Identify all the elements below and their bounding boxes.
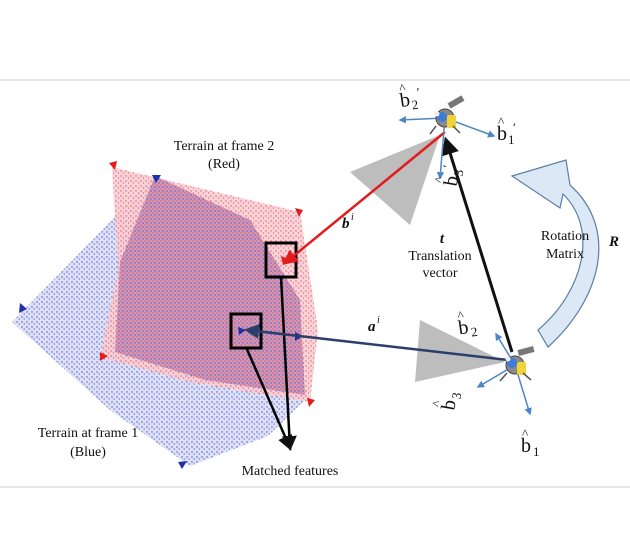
blue-marker [19, 303, 27, 313]
spacecraft-frame2 [398, 95, 496, 180]
terrain-overlap-cloud [115, 176, 305, 395]
svg-text:1: 1 [508, 132, 515, 147]
svg-text:^: ^ [498, 114, 504, 129]
svg-text:b: b [399, 89, 412, 112]
view-cone-frame2 [350, 135, 440, 225]
axis-label-b1-prime: b 1 ′ ^ [497, 114, 516, 147]
svg-text:b: b [521, 435, 531, 457]
translation-label-line1: Translation [408, 249, 471, 264]
translation-vector-arrow [441, 136, 514, 353]
rotation-label-line1: Rotation [541, 229, 589, 244]
matched-features-label: Matched features [242, 464, 339, 479]
blue-feature-point [238, 327, 246, 335]
red-marker [100, 352, 108, 361]
terrain-frame1-title: Terrain at frame 1 [38, 426, 138, 441]
axis-label-b3: b 3 ^ [429, 391, 465, 412]
matched-pointer-left [244, 346, 293, 451]
svg-text:b: b [342, 216, 350, 232]
svg-text:i: i [377, 315, 380, 326]
svg-text:^: ^ [457, 308, 465, 324]
svg-text:^: ^ [429, 399, 445, 408]
svg-text:′: ′ [416, 84, 421, 99]
vector-a-i [244, 323, 509, 362]
svg-text:^: ^ [431, 175, 447, 184]
label-b-i: b i [342, 212, 354, 232]
rotation-label-line2: Matrix [546, 247, 584, 262]
svg-text:b: b [440, 174, 463, 188]
svg-text:b: b [497, 123, 507, 145]
svg-text:b: b [437, 398, 460, 412]
red-marker [295, 208, 303, 217]
terrain-frame1-color: (Blue) [70, 445, 106, 460]
view-cone-frame1 [415, 320, 505, 382]
svg-text:^: ^ [522, 426, 528, 441]
blue-marker [178, 461, 187, 469]
svg-text:a: a [368, 319, 376, 335]
red-marker [109, 161, 117, 170]
axis-label-b2: b 2 ^ [457, 308, 479, 340]
vector-b-i [282, 131, 446, 265]
axis-label-b1: b 1 ^ [521, 426, 540, 459]
svg-text:3: 3 [448, 391, 464, 400]
rotation-symbol: R [608, 234, 619, 250]
terrain-frame2-color: (Red) [208, 157, 240, 172]
translation-label-line2: vector [423, 266, 458, 281]
blue-marker [152, 175, 161, 183]
svg-text:^: ^ [398, 80, 406, 96]
svg-text:i: i [351, 212, 354, 223]
axis-label-b2-prime: b 2 ′ ^ [398, 80, 421, 113]
svg-text:2: 2 [470, 324, 479, 340]
red-marker [307, 398, 315, 407]
spacecraft-frame1 [476, 332, 535, 416]
svg-text:2: 2 [411, 97, 420, 113]
svg-text:′: ′ [513, 120, 516, 135]
terrain-frame2-title: Terrain at frame 2 [174, 139, 274, 154]
translation-symbol: t [440, 231, 445, 247]
matched-pointer-right [279, 276, 297, 451]
svg-text:′: ′ [440, 164, 455, 170]
rotation-arrow [510, 159, 600, 348]
svg-text:3: 3 [451, 168, 467, 177]
svg-text:b: b [457, 316, 470, 339]
label-a-i: a i [368, 315, 380, 335]
axis-label-b3-prime: b 3 ′ ^ [431, 164, 467, 188]
svg-text:1: 1 [533, 444, 540, 459]
